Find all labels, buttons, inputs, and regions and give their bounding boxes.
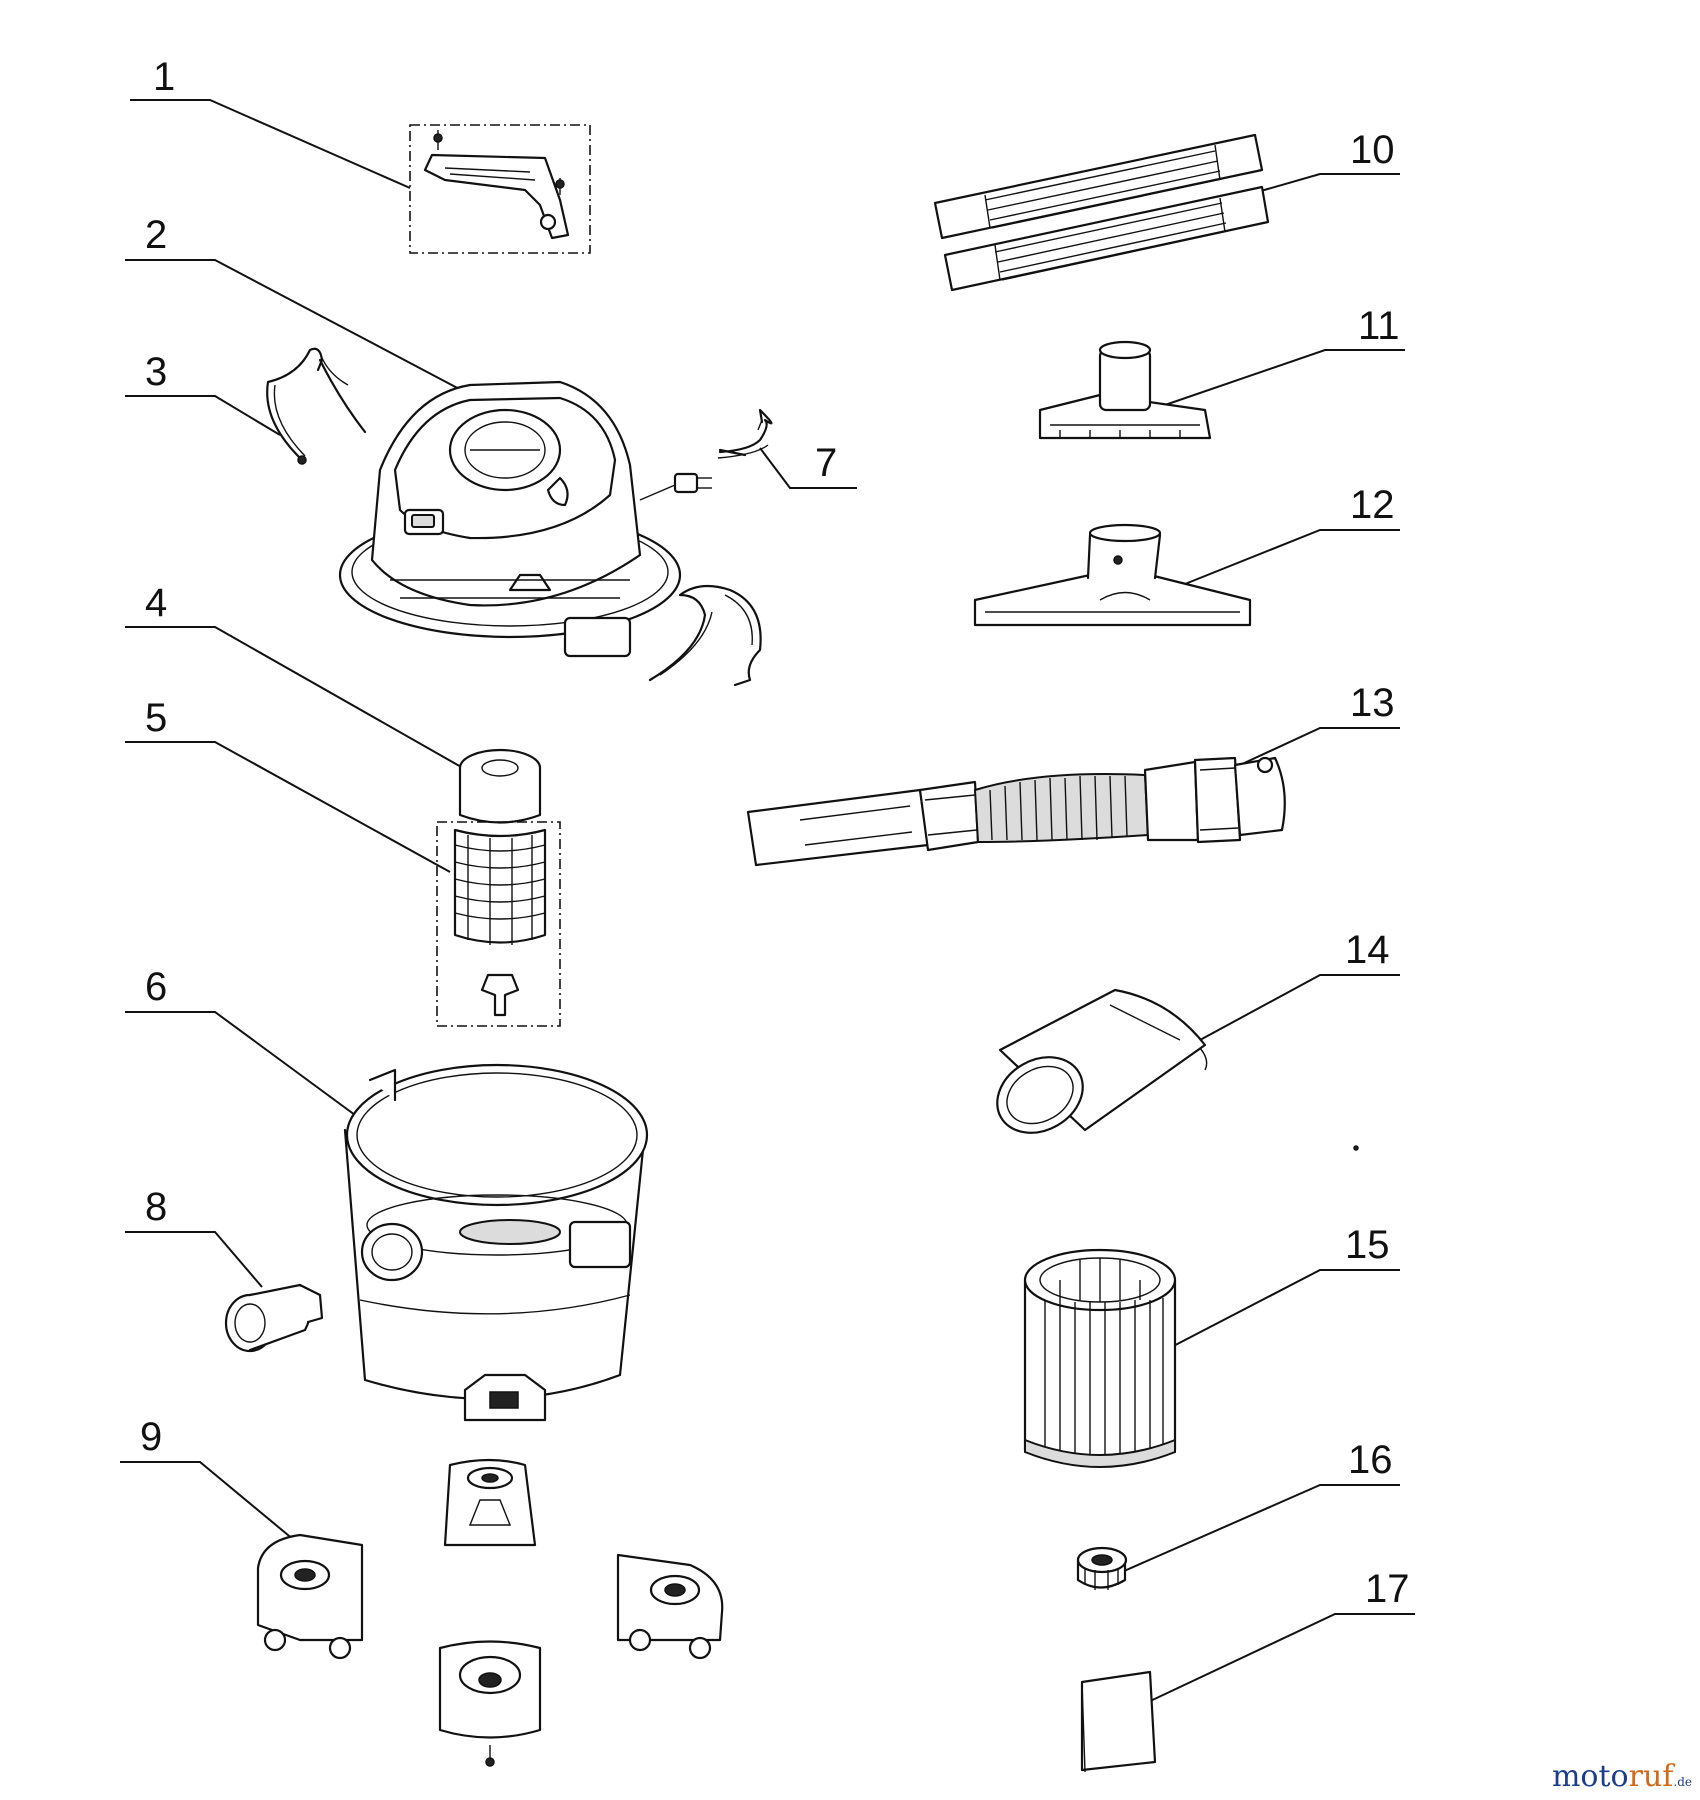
leader-8 xyxy=(125,1231,263,1288)
part-13-hose xyxy=(746,756,1286,867)
leader-7 xyxy=(759,447,857,489)
leader-14 xyxy=(1199,974,1400,1041)
leader-2 xyxy=(125,259,466,393)
leader-13 xyxy=(1239,727,1400,766)
watermark: motoruf.de xyxy=(1552,1759,1692,1794)
leader-1 xyxy=(130,99,411,189)
leader-4 xyxy=(125,626,471,773)
leader-10 xyxy=(1239,173,1400,198)
callout-12: 12 xyxy=(1350,483,1395,527)
part-10-extension-wands xyxy=(933,133,1270,292)
callout-11: 11 xyxy=(1358,304,1400,348)
callout-numbers: 1 2 3 4 5 6 7 8 9 10 11 12 13 14 15 16 1… xyxy=(140,55,1410,1611)
leader-12 xyxy=(1174,529,1400,589)
callout-3: 3 xyxy=(145,350,167,394)
leader-6 xyxy=(125,1011,356,1116)
part-11-utility-nozzle xyxy=(1038,340,1212,440)
callout-14: 14 xyxy=(1345,928,1390,972)
callout-7: 7 xyxy=(815,441,837,485)
callout-10: 10 xyxy=(1350,128,1395,172)
part-1-handle xyxy=(409,124,591,254)
part-15-cartridge-filter xyxy=(1023,1248,1177,1468)
leader-3 xyxy=(125,395,281,436)
callout-4: 4 xyxy=(145,581,167,625)
latch-loop xyxy=(648,584,762,687)
watermark-suffix: .de xyxy=(1673,1775,1692,1789)
callout-16: 16 xyxy=(1348,1438,1393,1482)
part-6-drum xyxy=(343,1063,649,1422)
part-8-inlet-adapter xyxy=(224,1283,324,1353)
part-17-manual xyxy=(1080,1670,1157,1773)
part-2-power-head xyxy=(338,380,712,658)
part-3-latch xyxy=(266,347,367,465)
part-12-floor-nozzle xyxy=(973,523,1252,627)
callout-15: 15 xyxy=(1345,1223,1390,1267)
leader-5 xyxy=(125,741,451,873)
part-9-caster-right xyxy=(616,1553,724,1660)
part-9-caster-left xyxy=(256,1533,364,1660)
part-14-car-nozzle xyxy=(996,988,1359,1151)
leader-lines xyxy=(120,99,1415,1721)
leader-15 xyxy=(1159,1269,1400,1354)
part-9-caster-top xyxy=(443,1458,537,1547)
leader-11 xyxy=(1164,349,1405,406)
callout-2: 2 xyxy=(145,213,167,257)
leader-9 xyxy=(120,1461,301,1546)
watermark-part2: ruf xyxy=(1628,1759,1674,1794)
part-4-foam-sleeve xyxy=(458,748,542,824)
part-7-latch xyxy=(717,408,773,459)
watermark-part1: moto xyxy=(1551,1759,1629,1794)
leader-17 xyxy=(1109,1613,1415,1721)
part-9-caster-bottom xyxy=(438,1640,542,1767)
callout-1: 1 xyxy=(153,55,175,99)
callout-13: 13 xyxy=(1350,681,1395,725)
callout-17: 17 xyxy=(1365,1567,1410,1611)
part-16-filter-nut xyxy=(1076,1546,1128,1590)
callout-5: 5 xyxy=(145,696,167,740)
callout-9: 9 xyxy=(140,1415,162,1459)
callout-8: 8 xyxy=(145,1185,167,1229)
callout-6: 6 xyxy=(145,965,167,1009)
part-5-filter-cage xyxy=(436,821,561,1027)
leader-16 xyxy=(1114,1484,1400,1576)
